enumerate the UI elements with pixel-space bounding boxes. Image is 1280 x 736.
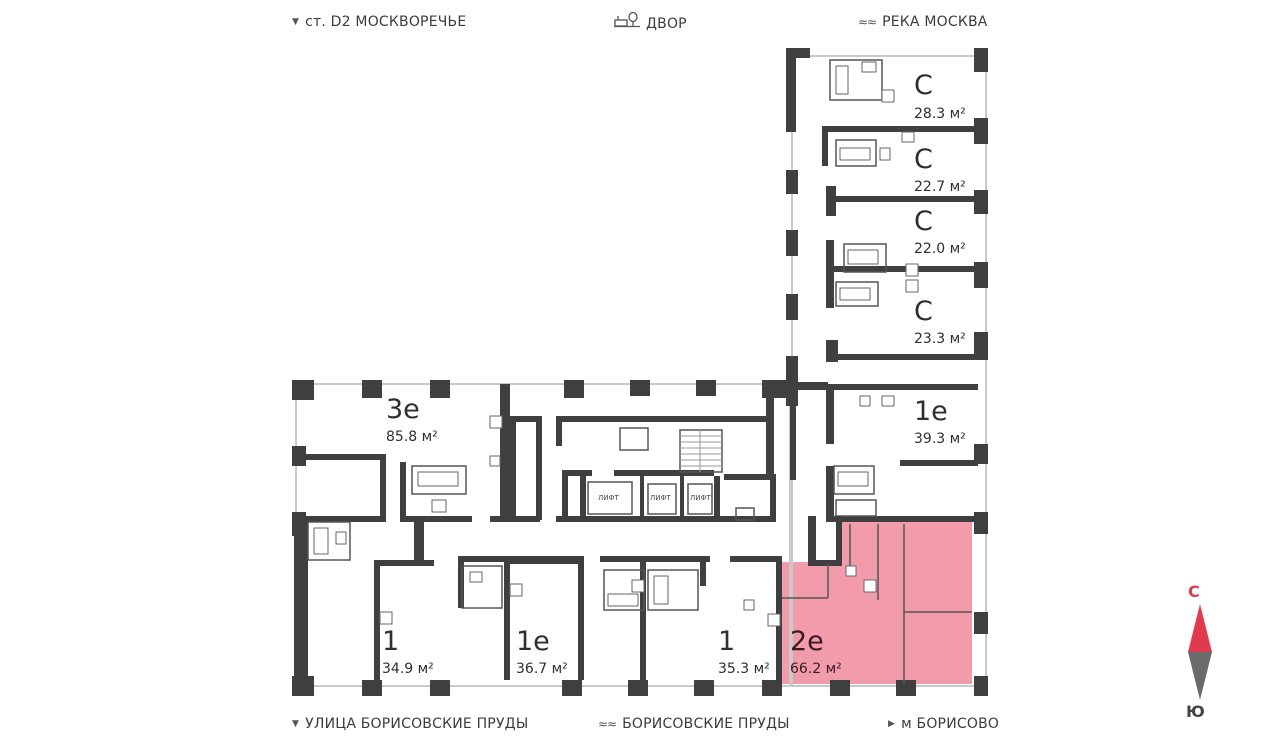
apartment-area-highlighted[interactable]: 66.2 м²	[790, 661, 842, 677]
apartment-type: С	[914, 296, 933, 327]
apartment-area: 22.7 м²	[914, 179, 966, 195]
water-waves-icon: ≈≈	[858, 15, 877, 29]
compass: С Ю	[1182, 582, 1218, 722]
apartment-type: 1	[718, 626, 736, 657]
apartment-area: 36.7 м²	[516, 661, 568, 677]
south-wing-walls	[292, 380, 916, 696]
label-street: ▼УЛИЦА БОРИСОВСКИЕ ПРУДЫ	[292, 716, 529, 732]
apartment-type: С	[914, 144, 933, 175]
lift-label: ЛИФТ	[690, 494, 712, 502]
label-river: ≈≈РЕКА МОСКВА	[858, 14, 988, 30]
lift-label: ЛИФТ	[650, 494, 672, 502]
apartment-type-highlighted[interactable]: 2е	[790, 626, 824, 657]
apartment-area: 34.9 м²	[382, 661, 434, 677]
north-wing-fixtures	[829, 59, 919, 517]
yard-tree-icon	[614, 11, 640, 32]
apartment-area: 23.3 м²	[914, 331, 966, 347]
apartment-type: 1е	[914, 396, 948, 427]
direction-triangle-icon: ▼	[292, 719, 300, 729]
apartment-type: 3е	[386, 394, 420, 425]
water-waves-icon: ≈≈	[598, 717, 617, 731]
lift-label: ЛИФТ	[598, 494, 620, 502]
compass-north: С	[1188, 582, 1200, 601]
apartment-type: 1е	[516, 626, 550, 657]
apartment-area: 85.8 м²	[386, 429, 438, 445]
label-metro: ▶м БОРИСОВО	[888, 716, 1000, 732]
apartment-area: 28.3 м²	[914, 106, 966, 122]
staircase	[679, 429, 723, 473]
compass-arrow-icon	[1188, 604, 1212, 700]
apartment-type: С	[914, 70, 933, 101]
apartment-type: 1	[382, 626, 400, 657]
label-station: ▼ст. D2 МОСКВОРЕЧЬЕ	[292, 14, 467, 30]
direction-triangle-icon: ▼	[292, 17, 300, 27]
apartment-2e-partitions	[782, 524, 972, 684]
apartment-area: 22.0 м²	[914, 241, 966, 257]
label-ponds: ≈≈БОРИСОВСКИЕ ПРУДЫ	[598, 716, 790, 732]
south-wing-fixtures	[307, 415, 781, 627]
apartment-area: 35.3 м²	[718, 661, 770, 677]
apartment-area: 39.3 м²	[914, 431, 966, 447]
apartment-type: С	[914, 206, 933, 237]
direction-triangle-icon: ▶	[888, 719, 896, 729]
compass-south: Ю	[1186, 702, 1205, 721]
label-yard: ДВОР	[614, 11, 687, 32]
